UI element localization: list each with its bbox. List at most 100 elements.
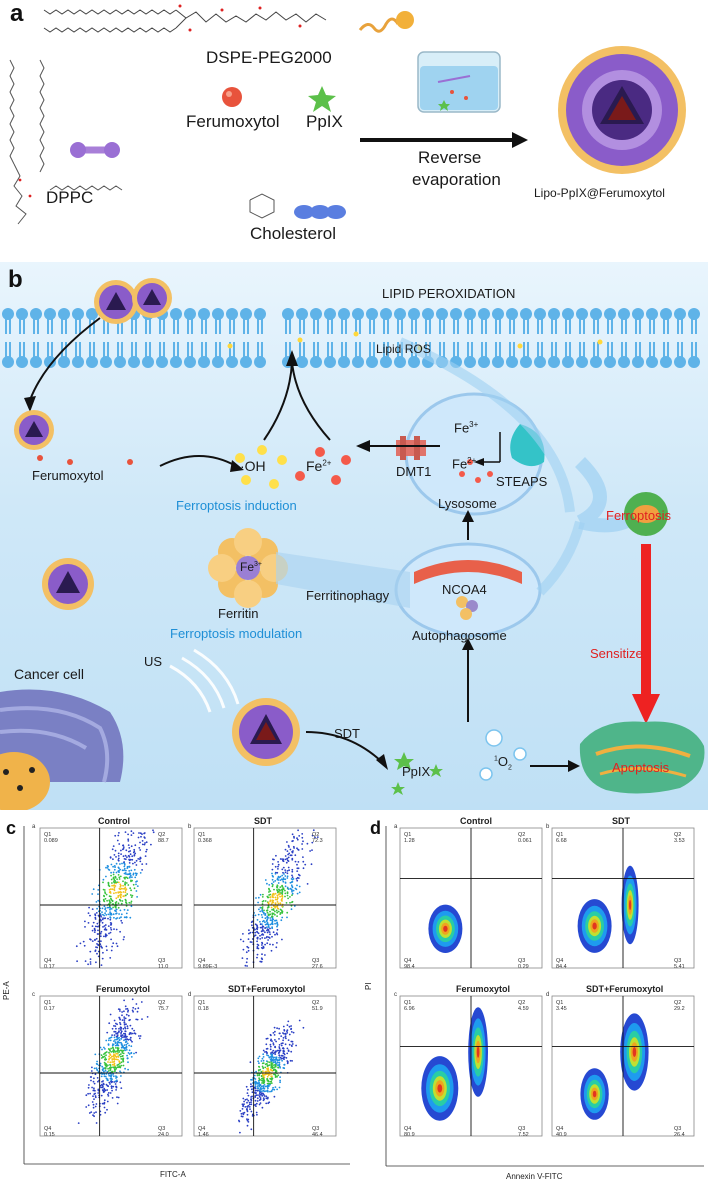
cell-event-dot <box>263 1079 266 1082</box>
cell-event-dot <box>262 1085 265 1088</box>
cell-event-dot <box>264 931 266 934</box>
label-lipid-peroxidation: LIPID PEROXIDATION <box>382 286 516 301</box>
density-contour <box>592 922 597 930</box>
cell-event-dot <box>129 894 132 896</box>
cell-event-dot <box>116 878 118 881</box>
cell-event-dot <box>96 907 98 910</box>
cell-event-dot <box>84 920 86 923</box>
cell-event-dot <box>115 1085 118 1088</box>
cell-event-dot <box>109 1053 111 1055</box>
cell-event-dot <box>311 834 314 837</box>
label-singlet-oxygen: 1O2 <box>494 754 512 772</box>
peg-chain-icon <box>358 17 400 33</box>
lipid-head <box>408 356 420 368</box>
cell-event-dot <box>121 1011 123 1013</box>
lipid-head <box>548 308 560 320</box>
lipid-head <box>492 308 504 320</box>
cell-event-dot <box>135 890 138 892</box>
lipid-head <box>296 308 308 320</box>
cell-event-dot <box>101 911 103 913</box>
cell-event-dot <box>117 1040 119 1043</box>
cell-event-dot <box>283 873 285 875</box>
cell-event-dot <box>296 867 299 870</box>
cell-event-dot <box>122 1064 125 1067</box>
cell-event-dot <box>267 925 270 927</box>
cell-event-dot <box>110 1075 112 1078</box>
cell-event-dot <box>109 1039 112 1042</box>
cell-event-dot <box>124 1005 127 1008</box>
c-title-c: Ferumoxytol <box>96 984 151 994</box>
cell-event-dot <box>87 963 89 966</box>
cell-event-dot <box>115 912 118 915</box>
cell-event-dot <box>278 1027 280 1030</box>
cell-event-dot <box>117 859 120 862</box>
cell-event-dot <box>267 896 270 899</box>
d-letter-a: a <box>394 824 398 830</box>
cell-event-dot <box>115 901 118 903</box>
cell-event-dot <box>281 900 283 902</box>
cell-event-dot <box>129 1038 131 1041</box>
cell-event-dot <box>273 858 275 861</box>
cell-event-dot <box>248 1106 251 1108</box>
cell-event-dot <box>277 890 280 893</box>
lipid-head <box>674 356 686 368</box>
cell-event-dot <box>258 908 260 911</box>
cell-event-dot <box>263 1087 266 1090</box>
cell-event-dot <box>107 1095 110 1097</box>
cell-event-dot <box>269 927 271 930</box>
cell-event-dot <box>131 855 134 858</box>
cell-event-dot <box>257 901 259 904</box>
cell-event-dot <box>246 1113 249 1116</box>
cell-event-dot <box>280 1042 283 1045</box>
cell-event-dot <box>247 1088 249 1091</box>
cell-event-dot <box>292 1031 295 1034</box>
cell-event-dot <box>112 865 114 868</box>
cell-event-dot <box>268 887 270 890</box>
cell-event-dot <box>101 1102 104 1105</box>
cell-event-dot <box>272 1043 275 1046</box>
cell-event-dot <box>120 1034 122 1037</box>
cell-event-dot <box>270 1069 273 1072</box>
cell-event-dot <box>109 911 111 914</box>
cell-event-dot <box>260 914 263 916</box>
cell-event-dot <box>121 1050 124 1053</box>
cell-event-dot <box>275 854 277 857</box>
cell-event-dot <box>287 1049 290 1052</box>
cell-event-dot <box>301 833 304 835</box>
cell-event-dot <box>249 941 252 943</box>
cell-event-dot <box>139 1035 142 1037</box>
cell-event-dot <box>265 1037 268 1040</box>
cell-event-dot <box>242 948 245 951</box>
cell-event-dot <box>119 1010 121 1012</box>
cell-event-dot <box>296 838 299 841</box>
cell-event-dot <box>257 913 260 916</box>
ferritin-icon <box>208 528 288 608</box>
cell-event-dot <box>274 898 277 901</box>
cell-event-dot <box>111 1034 113 1036</box>
cell-event-dot <box>284 1043 287 1046</box>
cell-event-dot <box>257 896 260 899</box>
lipid-head <box>618 308 630 320</box>
lipid-head <box>422 308 434 320</box>
cell-event-dot <box>256 925 259 927</box>
cell-event-dot <box>111 848 114 851</box>
cell-event-dot <box>277 1074 280 1077</box>
lipid-head <box>464 308 476 320</box>
cell-event-dot <box>112 845 115 847</box>
cell-event-dot <box>251 1091 254 1094</box>
lipid-head <box>352 356 364 368</box>
cell-event-dot <box>276 1049 279 1052</box>
cell-event-dot <box>257 1060 260 1063</box>
cell-event-dot <box>259 938 262 940</box>
cell-event-dot <box>270 906 273 909</box>
cell-event-dot <box>108 1022 111 1025</box>
cell-event-dot <box>297 861 300 863</box>
cell-event-dot <box>102 926 104 928</box>
cell-event-dot <box>112 858 114 861</box>
cell-event-dot <box>122 1052 125 1055</box>
cell-event-dot <box>99 935 102 938</box>
d-title-d: SDT+Ferumoxytol <box>586 984 664 994</box>
liposome-incoming-1 <box>94 280 138 324</box>
